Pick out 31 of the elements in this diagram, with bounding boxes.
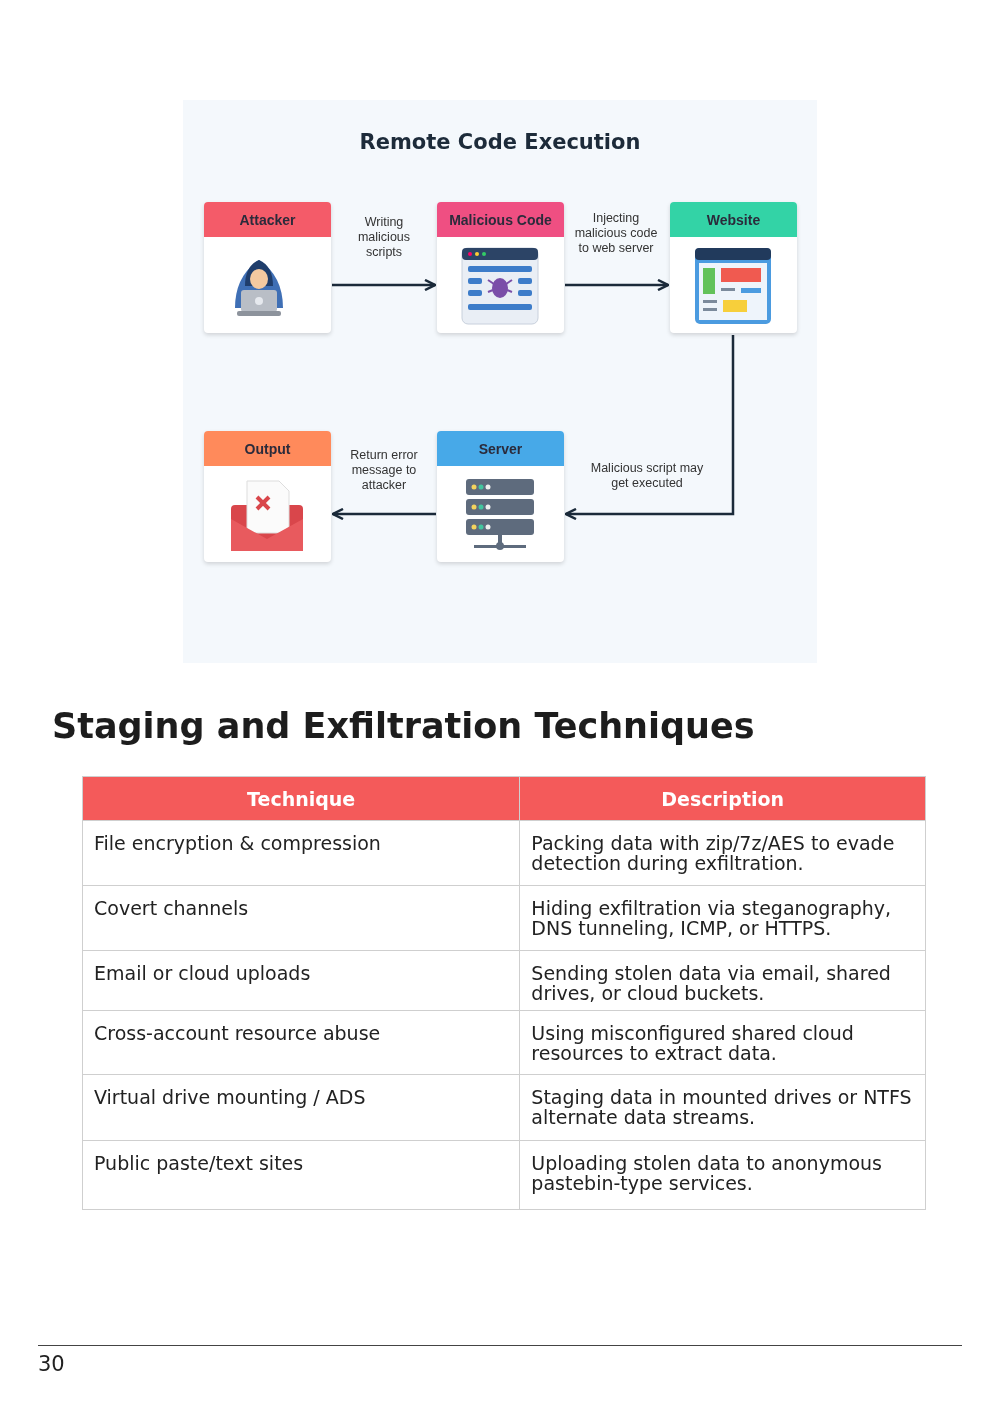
- table-cell: Staging data in mounted drives or NTFS alternate data streams.: [519, 1074, 926, 1141]
- column-header: Description: [519, 776, 926, 821]
- table-cell: Packing data with zip/7z/AES to evade detection during exfiltration.: [519, 820, 926, 886]
- arrow: [564, 335, 735, 521]
- page-number: 30: [38, 1352, 65, 1376]
- card-header: Attacker: [204, 202, 331, 237]
- process-card: [204, 431, 331, 562]
- process-card: [437, 202, 564, 333]
- table-cell: Virtual drive mounting / ADS: [82, 1074, 520, 1141]
- diagram-title: Remote Code Execution: [358, 130, 642, 154]
- table-cell: Using misconfigured shared cloud resources to extract data.: [519, 1010, 926, 1075]
- section-heading: Staging and Exfiltration Techniques: [52, 706, 755, 746]
- table-cell: Hiding exfiltration via steganography, DNS tunneling, ICMP, or HTTPS.: [519, 885, 926, 951]
- column-header: Technique: [82, 776, 520, 821]
- table-cell: Sending stolen data via email, shared drives, or cloud buckets.: [519, 950, 926, 1011]
- arrow: [331, 507, 436, 521]
- card-header: Output: [204, 431, 331, 466]
- table-cell: Email or cloud uploads: [82, 950, 520, 1011]
- table-cell: Cross-account resource abuse: [82, 1010, 520, 1075]
- arrow: [332, 278, 437, 292]
- arrow: [565, 278, 670, 292]
- card-header: Malicious Code: [437, 202, 564, 237]
- table-cell: Covert channels: [82, 885, 520, 951]
- card-header: Server: [437, 431, 564, 466]
- table-cell: Public paste/text sites: [82, 1140, 520, 1210]
- process-card: [437, 431, 564, 562]
- table-cell: Uploading stolen data to anonymous pastebin-type services.: [519, 1140, 926, 1210]
- table-cell: File encryption & compression: [82, 820, 520, 886]
- card-header: Website: [670, 202, 797, 237]
- process-card: [670, 202, 797, 333]
- process-card: [204, 202, 331, 333]
